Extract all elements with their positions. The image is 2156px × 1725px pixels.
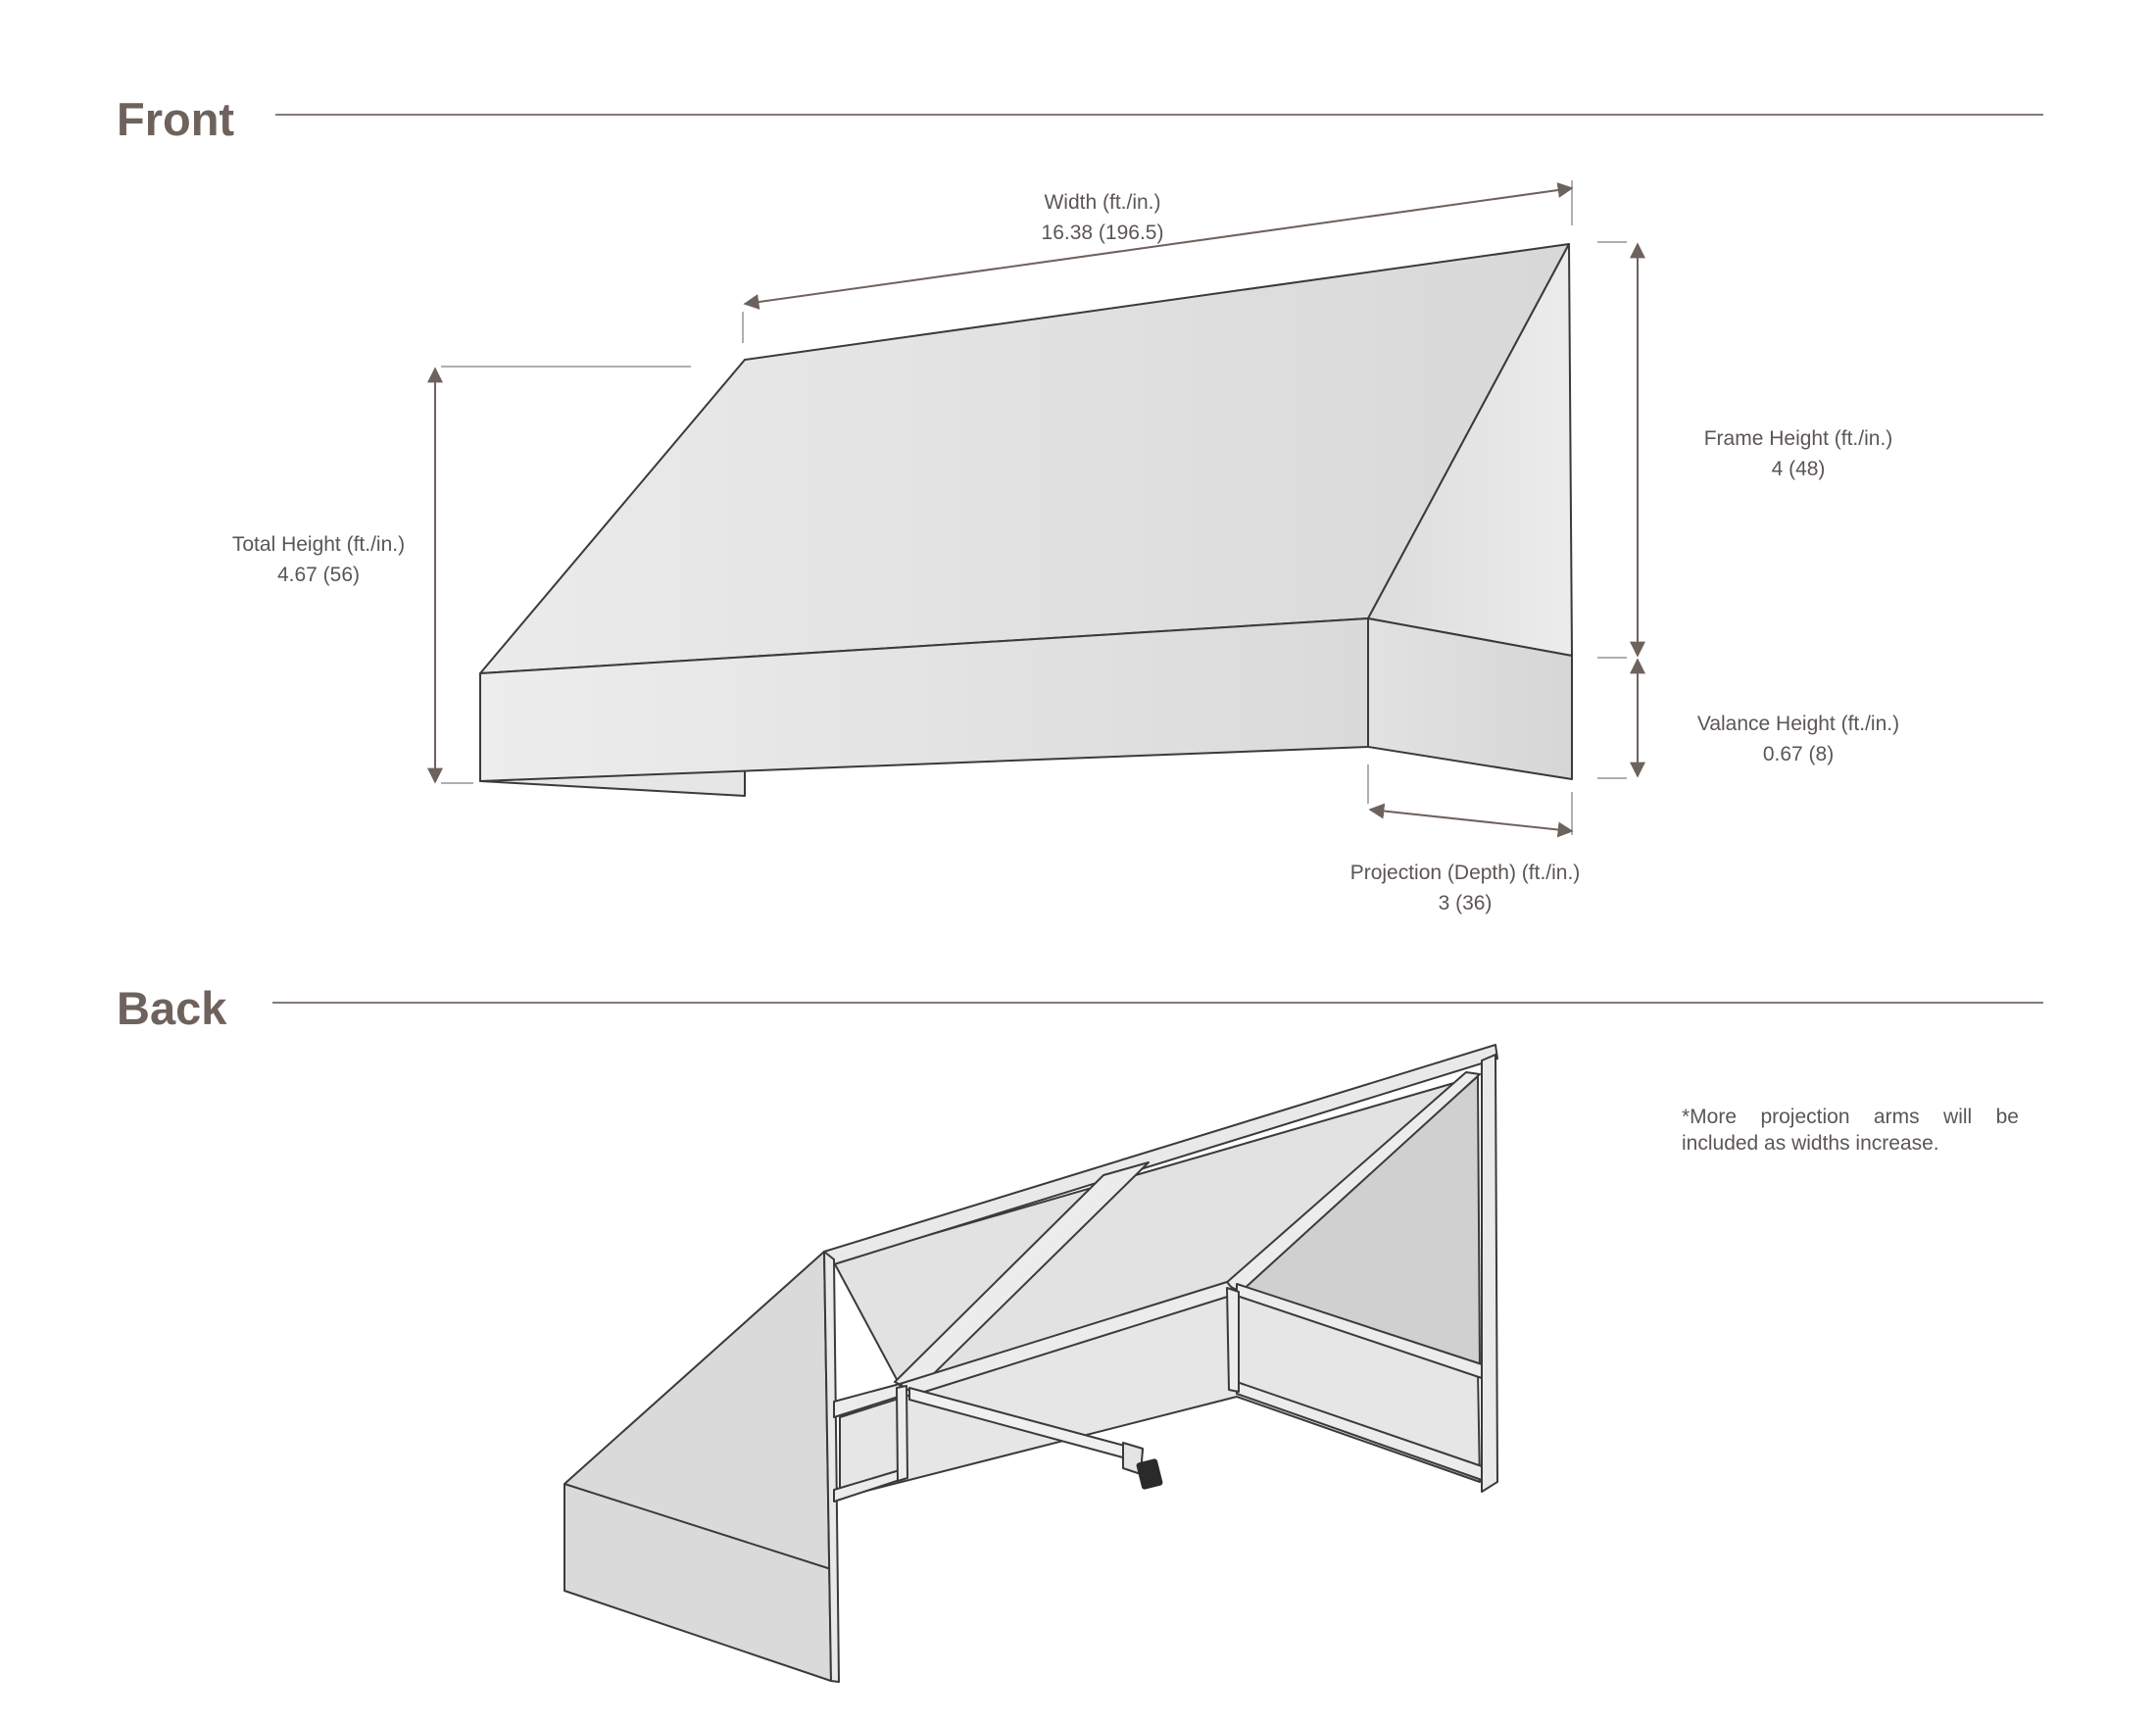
frame-height-dimension-value: 4 (48)	[1771, 458, 1826, 480]
frame-mid-post-right	[1226, 1287, 1240, 1393]
valance-height-dimension-label: Valance Height (ft./in.) 0.67 (8)	[1651, 709, 1945, 769]
front-section-divider	[275, 114, 2043, 116]
front-section-title: Front	[117, 93, 235, 145]
front-dimension-arrows	[427, 182, 1645, 838]
projection-dimension-arrow	[1368, 803, 1574, 838]
frame-left-post	[823, 1251, 840, 1683]
valance-height-dimension-title: Valance Height (ft./in.)	[1696, 713, 1900, 735]
projection-dimension-label: Projection (Depth) (ft./in.) 3 (36)	[1313, 858, 1617, 918]
frame-height-dimension-label: Frame Height (ft./in.) 4 (48)	[1651, 423, 1945, 484]
frame-height-dimension-title: Frame Height (ft./in.)	[1703, 427, 1893, 450]
total-height-dimension-value: 4.67 (56)	[276, 564, 361, 586]
back-awning	[564, 1044, 1498, 1683]
back-side-valance-seam	[564, 1483, 832, 1570]
back-side-fabric-panel	[564, 1251, 832, 1682]
width-dimension-arrow	[743, 182, 1574, 310]
back-section-divider	[272, 1002, 2043, 1004]
projection-dimension-value: 3 (36)	[1438, 892, 1493, 914]
front-awning	[479, 243, 1573, 797]
width-dimension-label: Width (ft./in.) 16.38 (196.5)	[941, 187, 1264, 248]
valance-height-dimension-value: 0.67 (8)	[1762, 743, 1835, 765]
width-dimension-value: 16.38 (196.5)	[1041, 222, 1164, 244]
projection-arms-note: *More projection arms will be included a…	[1682, 1106, 2019, 1155]
projection-dimension-title: Projection (Depth) (ft./in.)	[1349, 862, 1581, 884]
back-section-title: Back	[117, 982, 227, 1034]
width-dimension-title: Width (ft./in.)	[1044, 191, 1161, 214]
frame-right-rafter	[1224, 1071, 1481, 1293]
frame-mid-post-left	[896, 1385, 908, 1482]
total-height-dimension-label: Total Height (ft./in.) 4.67 (56)	[172, 529, 466, 590]
awning-side-valance	[1367, 617, 1573, 780]
total-height-dimension-title: Total Height (ft./in.)	[231, 533, 406, 556]
frame-right-post	[1481, 1054, 1498, 1493]
projection-arm-bracket	[1136, 1458, 1163, 1490]
